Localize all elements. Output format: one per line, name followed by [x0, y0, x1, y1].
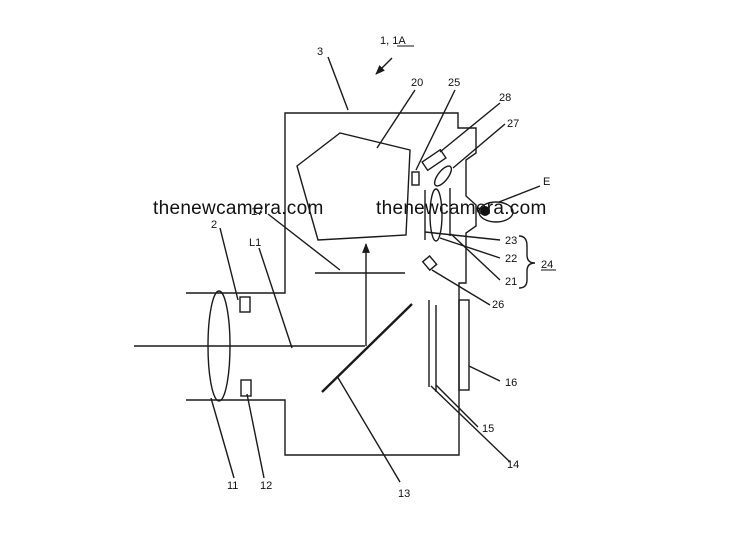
watermark-left: thenewcamera.com [153, 198, 324, 219]
label-13: 13 [398, 488, 410, 500]
pentaprism-20 [296, 132, 411, 241]
label-22: 22 [505, 253, 517, 265]
label-l1: L1 [249, 237, 261, 249]
label-16: 16 [505, 377, 517, 389]
label-14: 14 [507, 459, 519, 471]
element-12-top [239, 296, 251, 313]
element-22 [429, 188, 443, 242]
leader-lines [210, 56, 541, 483]
eye-pupil [480, 206, 490, 216]
label-e: E [543, 176, 550, 188]
label-2: 2 [211, 219, 217, 231]
element-12-bottom [240, 379, 252, 397]
mirror-13 [321, 303, 413, 393]
lens-11 [207, 290, 231, 402]
label-12: 12 [260, 480, 272, 492]
label-3: 3 [317, 46, 323, 58]
camera-body-outline [186, 112, 477, 456]
label-17: 17 [251, 206, 263, 218]
label-1-1a: 1, 1A [380, 35, 406, 47]
reference-numerals: 1, 1A 3 20 25 28 27 E 17 2 L1 23 22 21 2… [211, 35, 556, 500]
label-11: 11 [227, 480, 238, 492]
image-sensor-16 [458, 299, 470, 391]
element-26 [421, 254, 438, 272]
label-27: 27 [507, 118, 519, 130]
label-24: 24 [541, 259, 553, 271]
element-28 [421, 148, 447, 172]
eye-e [478, 201, 514, 223]
label-23: 23 [505, 235, 517, 247]
element-25 [411, 171, 420, 186]
label-21: 21 [505, 276, 517, 288]
label-15: 15 [482, 423, 494, 435]
element-27 [433, 165, 453, 187]
label-20: 20 [411, 77, 423, 89]
label-28: 28 [499, 92, 511, 104]
watermark-right: thenewcamera.com [376, 198, 547, 219]
label-26: 26 [492, 299, 504, 311]
label-25: 25 [448, 77, 460, 89]
brace-24 [518, 235, 536, 289]
reference-arrow [375, 57, 393, 75]
